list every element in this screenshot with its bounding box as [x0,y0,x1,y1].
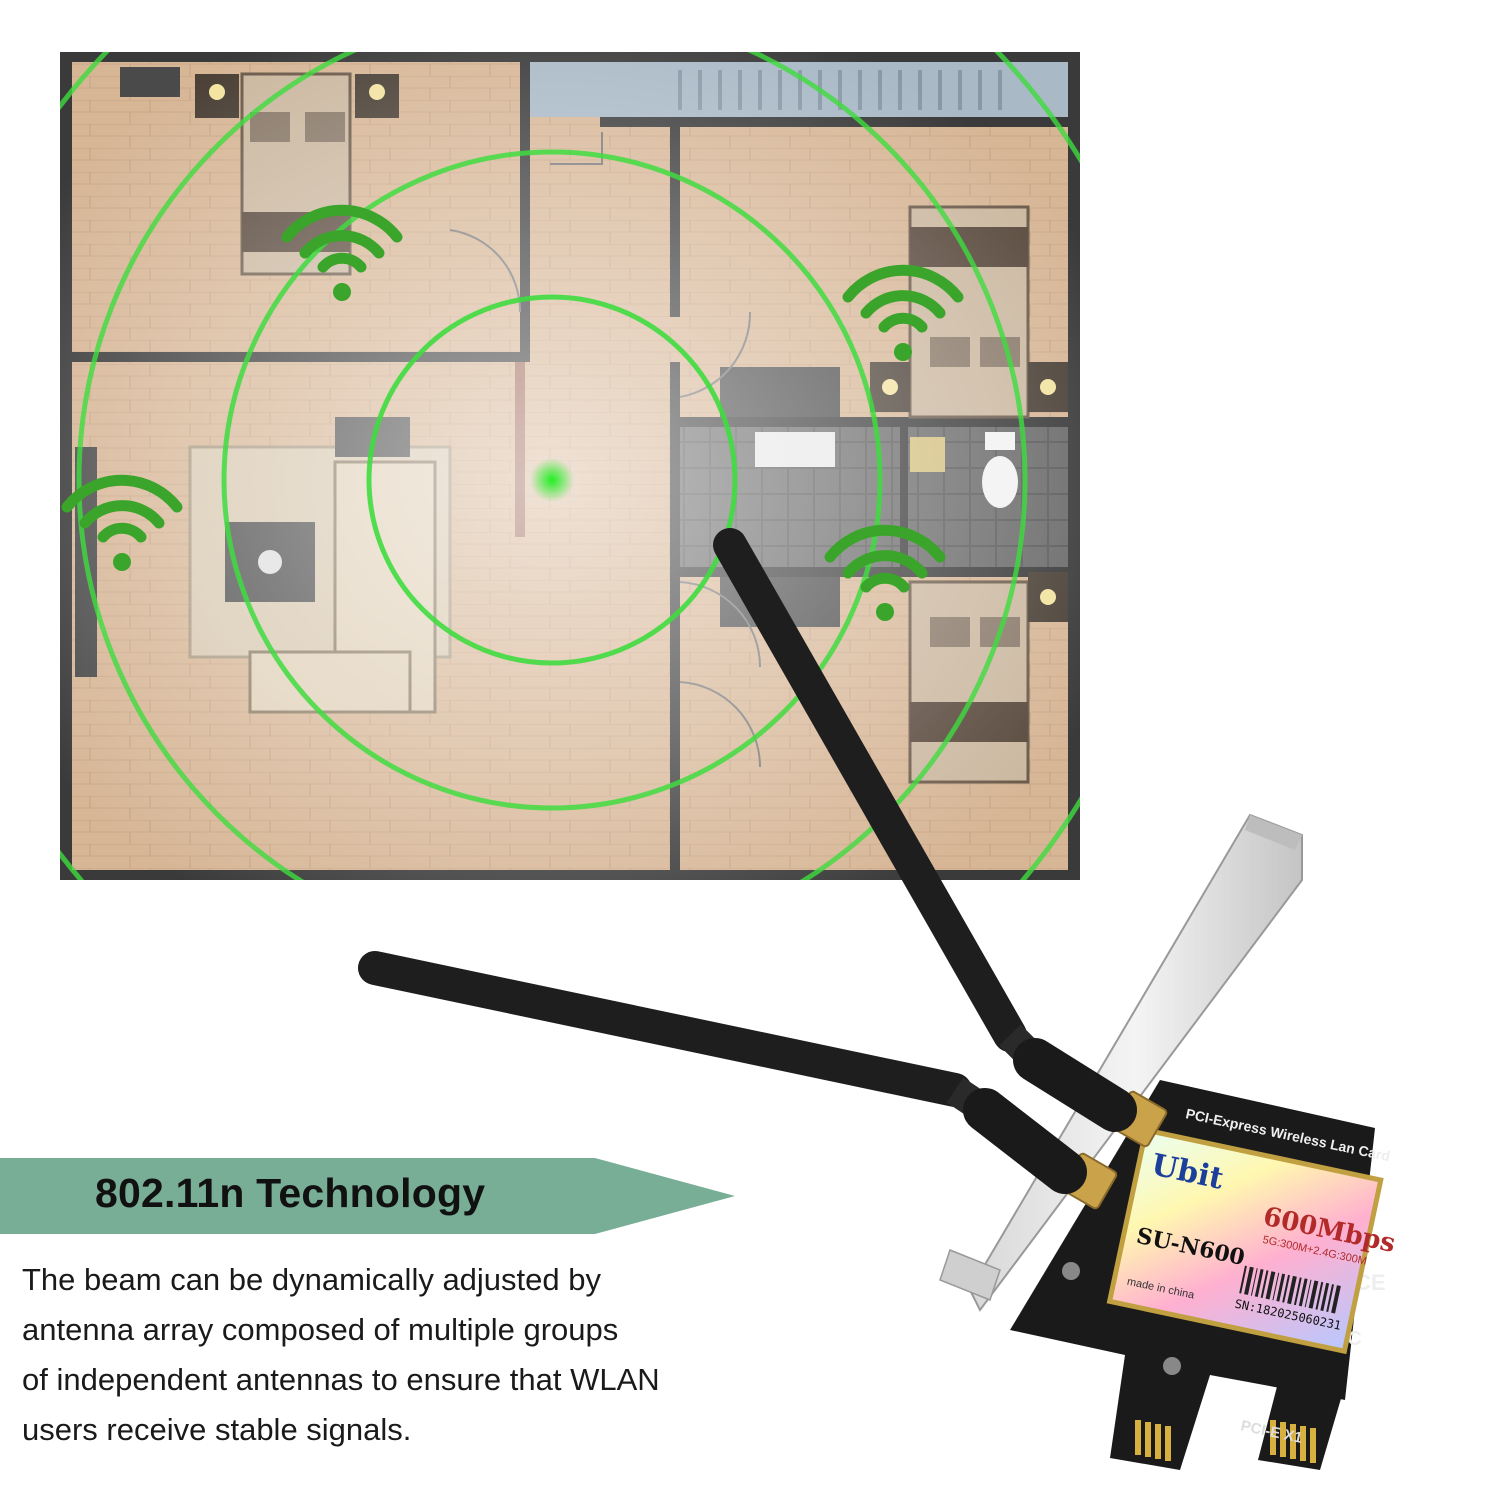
card-header-text: PCI-Express Wireless Lan Card [1184,1105,1391,1164]
origin-label: made in china [1126,1276,1196,1302]
title-banner [0,1158,735,1234]
floor-plan-graphic [60,52,1080,880]
chip-label: Ubit 600Mbps 5G:300M+2.4G:300M SU-N600 S… [1106,1127,1398,1355]
model-number: SU-N600 [1134,1223,1247,1271]
slot-label: PCI-E X1 [1239,1417,1304,1447]
description-line: users receive stable signals. [22,1412,412,1447]
speed-rating: 600Mbps [1261,1202,1398,1259]
description-line: The beam can be dynamically adjusted by [22,1262,601,1297]
wifi-icon [61,474,183,571]
signal-rings [60,52,1080,880]
wifi-icon [281,204,403,301]
router-center-dot [530,458,574,502]
pci-bracket [939,813,1303,1312]
fcc-mark: FC [1335,1328,1362,1350]
antenna-2 [358,951,1087,1194]
floor-plan-illustration [60,52,1080,880]
banner-title: 802.11n Technology [95,1170,486,1216]
serial-number: SN:182025060231 [1233,1297,1342,1333]
circuit-board: PCI-Express Wireless Lan Card CE FC PCI-… [1010,1080,1392,1470]
ce-mark: CE [1355,1270,1386,1295]
description-line: of independent antennas to ensure that W… [22,1362,660,1397]
antenna-connectors [1060,1090,1168,1210]
description-text: The beam can be dynamically adjusted by … [22,1255,782,1455]
description-line: antenna array composed of multiple group… [22,1312,619,1347]
speed-detail: 5G:300M+2.4G:300M [1262,1234,1368,1268]
wifi-icon [842,264,964,361]
brand-name: Ubit [1148,1148,1226,1197]
